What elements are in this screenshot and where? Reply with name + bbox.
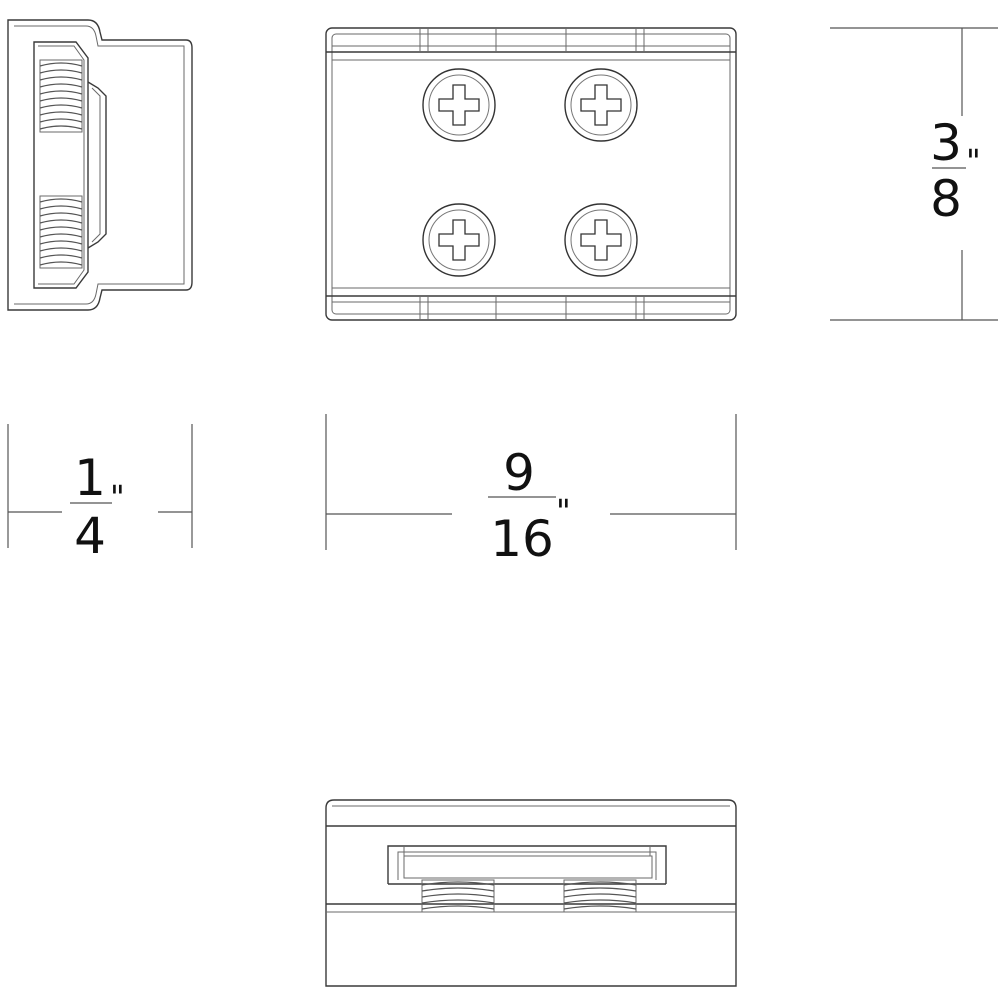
screw-bottom-left	[422, 203, 496, 277]
height-unit: "	[966, 142, 981, 180]
width-denominator: 16	[490, 510, 554, 568]
screw-bottom-right	[564, 203, 638, 277]
side-thread-lower	[39, 195, 83, 269]
side-view-outline	[7, 19, 193, 311]
screw-top-right	[564, 68, 638, 142]
width-unit: "	[556, 492, 571, 530]
depth-denominator: 4	[74, 507, 106, 565]
screw-top-left	[422, 68, 496, 142]
depth-dimension: 1 " 4	[7, 424, 193, 565]
top-view	[325, 27, 737, 321]
height-denominator: 8	[930, 170, 962, 228]
front-thread-right	[563, 879, 637, 913]
depth-numerator: 1	[74, 449, 106, 507]
front-view	[325, 799, 737, 987]
width-numerator: 9	[503, 444, 535, 502]
front-view-outline	[325, 799, 737, 987]
width-dimension: 9 " 16	[325, 414, 737, 568]
depth-unit: "	[110, 478, 125, 516]
side-thread-upper	[39, 59, 83, 133]
front-thread-left	[421, 879, 495, 913]
side-view	[7, 19, 193, 311]
height-dimension: 3 " 8	[830, 27, 998, 321]
top-view-outline	[325, 27, 737, 321]
height-numerator: 3	[930, 114, 962, 172]
